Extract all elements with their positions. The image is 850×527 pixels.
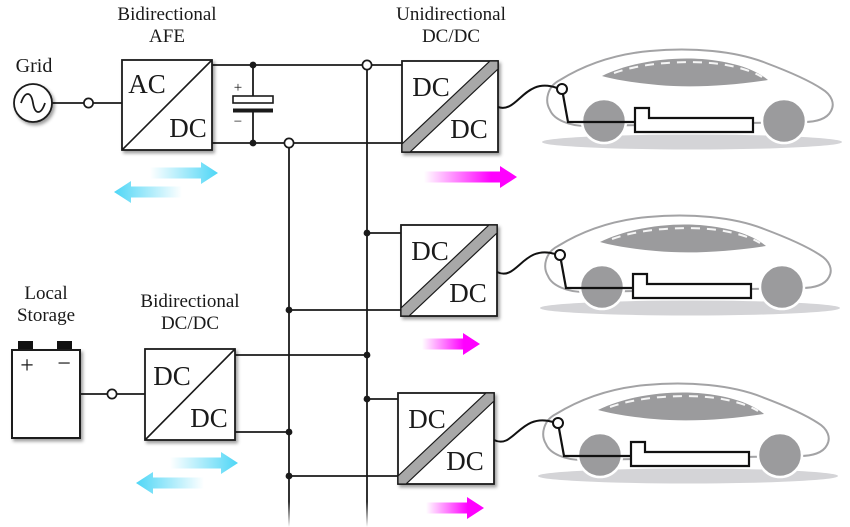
wiring [52, 64, 402, 527]
storage-converter-diagonal [144, 348, 236, 441]
dcdc1-top-label: DC [412, 72, 450, 102]
afe-top-label: AC [128, 69, 166, 99]
grid-label: Grid [16, 55, 53, 77]
arrow-right-icon [422, 333, 480, 355]
storage-converter: DC DC [144, 348, 236, 441]
dcdc3-diagonal-band [397, 392, 495, 485]
junction-dot [285, 306, 293, 314]
local-storage-battery: + − [11, 341, 81, 439]
junction-dot [363, 351, 371, 359]
storage-label-line2: Storage [17, 305, 75, 326]
double-arrow-left-right-icon [114, 181, 182, 203]
storage-converter-top-label: DC [153, 361, 191, 391]
junction-dot [249, 139, 257, 147]
afe-title-line2: AFE [149, 26, 185, 47]
unidirectional-converter-3: DC DC [397, 392, 495, 485]
junction-dot [285, 428, 293, 436]
ev-car-icon [540, 48, 844, 151]
battery-plus-label: + [20, 353, 34, 379]
storage-converter-bottom-label: DC [190, 403, 228, 433]
double-arrow-left-right-icon [150, 162, 218, 184]
unidirectional-flow-arrows [422, 166, 517, 519]
charge-cables [493, 84, 558, 443]
capacitor-plate-bottom [233, 108, 273, 113]
unidirectional-converter-2: DC DC [400, 224, 498, 317]
junction-dot [285, 472, 293, 480]
unidirectional-title-line1: Unidirectional [396, 4, 506, 25]
dcdc2-top-label: DC [411, 236, 449, 266]
storage-label-line1: Local [24, 283, 67, 304]
afe-diagonal [121, 59, 213, 151]
dcdc1-diagonal-band [401, 60, 499, 153]
capacitor-plus-label: + [234, 80, 242, 96]
storage-converter-title-line2: DC/DC [161, 313, 219, 334]
junction-dot [363, 395, 371, 403]
battery-terminal-negative [57, 341, 72, 351]
charge-cable [497, 84, 558, 109]
battery-terminal-positive [18, 341, 33, 351]
grid-source [13, 83, 53, 123]
unidirectional-converter-1: DC DC [401, 60, 499, 153]
open-node [361, 59, 373, 71]
junction-dot [249, 61, 257, 69]
battery-minus-label: − [57, 351, 71, 377]
open-node [83, 97, 94, 109]
ev-car-icon [536, 382, 840, 485]
storage-converter-title-line1: Bidirectional [140, 291, 239, 312]
open-node [106, 388, 118, 400]
afe-bottom-label: DC [169, 113, 207, 143]
capacitor-plate-top [232, 95, 274, 104]
dcdc1-bottom-label: DC [450, 114, 488, 144]
double-arrow-left-right-icon [170, 452, 238, 474]
open-node-circles [83, 59, 373, 400]
open-node [283, 137, 295, 149]
arrow-right-icon [424, 166, 517, 188]
charge-cable [493, 419, 554, 443]
double-arrow-left-right-icon [136, 472, 204, 494]
capacitor-minus-label: − [234, 114, 242, 130]
dcdc3-top-label: DC [408, 404, 446, 434]
unidirectional-title-line2: DC/DC [422, 26, 480, 47]
junction-dots [249, 61, 371, 480]
dcdc3-bottom-label: DC [446, 446, 484, 476]
afe-title-line1: Bidirectional [117, 4, 216, 25]
dcdc2-bottom-label: DC [449, 278, 487, 308]
dc-link-capacitor: + − [232, 65, 274, 143]
afe-bidirectional-arrows [114, 162, 218, 203]
storage-bidirectional-arrows [136, 452, 238, 494]
battery-storage-icon [11, 349, 81, 439]
afe-converter: AC DC [121, 59, 213, 151]
junction-dot [363, 229, 371, 237]
charge-cable [496, 251, 556, 275]
arrow-right-icon [426, 497, 484, 519]
dcdc2-diagonal-band [400, 224, 498, 317]
sine-wave-icon [20, 93, 46, 113]
ev-car-icon [538, 214, 842, 317]
